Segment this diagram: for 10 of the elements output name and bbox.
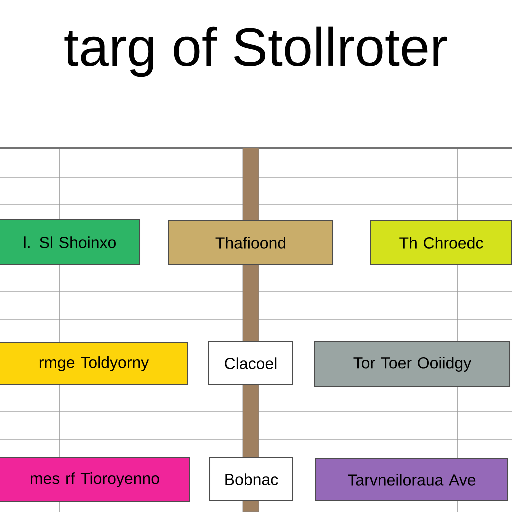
label-box: Thafioond — [168, 220, 334, 266]
label-box: Bobnac — [210, 458, 294, 502]
title: targ of Stollroter — [64, 26, 448, 78]
label-box: rmge Toldyorny — [0, 342, 188, 386]
label-box: l. Sl Shoinxo — [0, 220, 140, 266]
label-box: Clacoel — [208, 342, 294, 386]
label-box: Th Chroedc — [370, 220, 512, 266]
label-box: Tor Toer Ooiidgy — [314, 342, 510, 388]
label-box: mes rf Tioroyenno — [0, 458, 190, 502]
label-box: Tarvneiloraua Ave — [316, 458, 508, 502]
